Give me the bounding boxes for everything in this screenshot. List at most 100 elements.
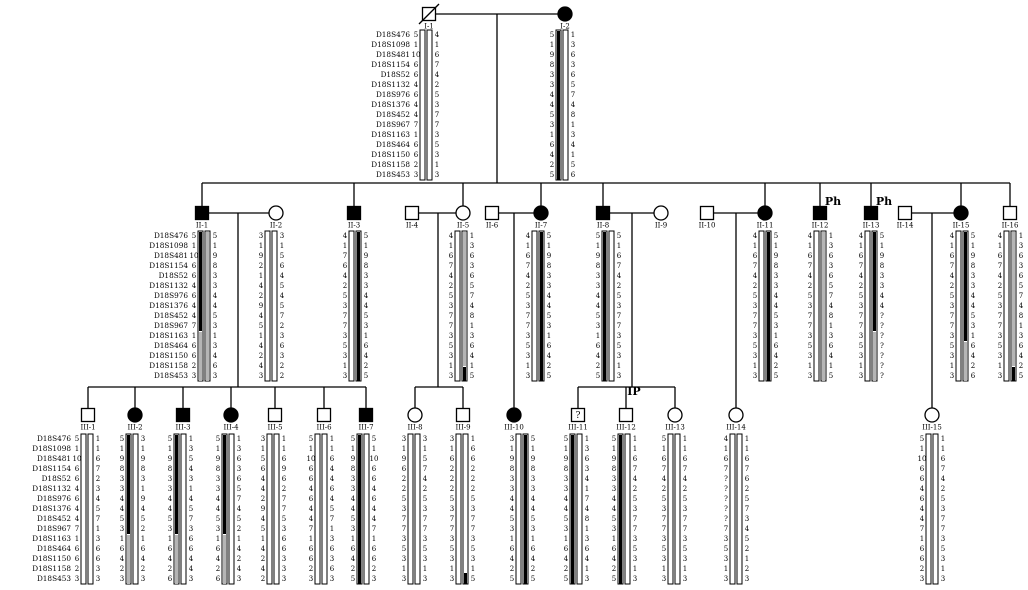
allele-value: 2 — [280, 372, 284, 380]
haplotype-bar — [426, 29, 433, 181]
allele-value: 3 — [596, 282, 600, 290]
allele-value: 6 — [571, 71, 576, 79]
individual-i-1 — [418, 3, 440, 25]
haplotype-segment — [175, 535, 178, 584]
allele-value: 2 — [950, 282, 954, 290]
allele-value: 8 — [141, 465, 145, 473]
allele-value: 2 — [526, 282, 530, 290]
allele-value: 3 — [280, 332, 284, 340]
allele-value: 5 — [753, 292, 757, 300]
allele-value: 3 — [585, 445, 589, 453]
allele-value: 3 — [612, 525, 616, 533]
allele-value: 5 — [364, 372, 368, 380]
allele-value: 7 — [829, 292, 833, 300]
haplotype-iii-10 — [515, 433, 529, 585]
allele-value: 1 — [141, 485, 145, 493]
marker-label: D18S1158 — [32, 564, 71, 573]
allele-value: 3 — [547, 272, 551, 280]
allele-value: 4 — [470, 302, 475, 310]
allele-value: 6 — [585, 455, 590, 463]
allele-value: 3 — [596, 322, 600, 330]
allele-value: 10 — [370, 455, 379, 463]
allele-value: 6 — [141, 545, 146, 553]
haplotype-bar — [608, 230, 615, 382]
allele-value: 1 — [120, 445, 124, 453]
allele-value: 7 — [423, 525, 427, 533]
allele-value: 3 — [351, 525, 355, 533]
allele-value: 4 — [75, 505, 80, 513]
male-square-icon — [316, 407, 332, 423]
allele-value: 7 — [617, 312, 621, 320]
allele-value: 3 — [950, 332, 954, 340]
allele-value: 6 — [1019, 342, 1024, 350]
haplotype-segment — [557, 31, 560, 180]
allele-value: 4 — [261, 515, 266, 523]
female-circle-icon — [223, 407, 239, 423]
allele-value: 3 — [450, 575, 454, 583]
allele-value: 2 — [683, 485, 687, 493]
allele-value: 6 — [282, 475, 287, 483]
male-square-icon — [484, 205, 500, 221]
marker-label: D18S453 — [37, 574, 71, 583]
allele-value: 1 — [547, 242, 551, 250]
allele-value: 5 — [808, 342, 812, 350]
individual-id-label: III-8 — [407, 424, 422, 432]
haplotype-segment — [822, 232, 825, 381]
individual-iii-12 — [618, 407, 634, 423]
allele-value: 2 — [282, 485, 286, 493]
haplotype-iii-1 — [80, 433, 94, 585]
allele-value: 7 — [414, 121, 418, 129]
allele-value: 3 — [309, 575, 313, 583]
allele-value: 1 — [920, 535, 924, 543]
allele-value: 6 — [343, 262, 348, 270]
male-square-icon — [175, 407, 191, 423]
allele-value: 4 — [510, 505, 515, 513]
allele-value: 3 — [571, 131, 575, 139]
haplotype-bar — [266, 433, 273, 585]
haplotype-ii-3 — [348, 230, 362, 382]
allele-value: 9 — [612, 455, 616, 463]
allele-value: 2 — [617, 282, 621, 290]
allele-value: 5 — [168, 515, 172, 523]
allele-value: 3 — [120, 575, 124, 583]
allele-value: 1 — [829, 322, 833, 330]
phenotype-annotation: IP — [627, 385, 640, 398]
male-square-icon — [863, 205, 879, 221]
allele-value: 7 — [941, 465, 945, 473]
allele-value: 4 — [920, 485, 925, 493]
allele-value: 6 — [96, 555, 101, 563]
allele-value: 6 — [920, 465, 925, 473]
allele-value: 2 — [343, 282, 347, 290]
allele-value: 1 — [192, 242, 196, 250]
allele-value: 5 — [683, 545, 687, 553]
male-square-icon — [404, 205, 420, 221]
allele-value: 5 — [96, 505, 100, 513]
allele-value: 5 — [237, 485, 241, 493]
allele-value: 6 — [808, 252, 813, 260]
allele-value: 6 — [402, 465, 407, 473]
allele-value: 1 — [745, 555, 749, 563]
haplotype-bar — [667, 433, 674, 585]
allele-value: 5 — [683, 495, 687, 503]
allele-value: 7 — [998, 322, 1002, 330]
allele-value: 6 — [596, 342, 601, 350]
individual-id-label: III-5 — [267, 424, 282, 432]
allele-value: 8 — [216, 465, 220, 473]
allele-value: 1 — [724, 565, 728, 573]
haplotype-iii-3 — [173, 433, 187, 585]
allele-value: 5 — [1019, 282, 1023, 290]
allele-value: 5 — [547, 232, 551, 240]
haplotype-iii-11 — [569, 433, 583, 585]
allele-value: 1 — [343, 242, 347, 250]
haplotype-segment — [540, 232, 543, 381]
allele-value: 1 — [880, 242, 884, 250]
allele-value: 5 — [282, 515, 286, 523]
haplotype-segment — [223, 535, 226, 584]
allele-value: 7 — [282, 495, 286, 503]
allele-value: 5 — [471, 495, 475, 503]
allele-value: 9 — [550, 51, 554, 59]
allele-value: 3 — [168, 485, 172, 493]
haplotype-bar — [87, 433, 94, 585]
allele-value: 7 — [435, 111, 439, 119]
marker-label: D18S1098 — [32, 444, 71, 453]
